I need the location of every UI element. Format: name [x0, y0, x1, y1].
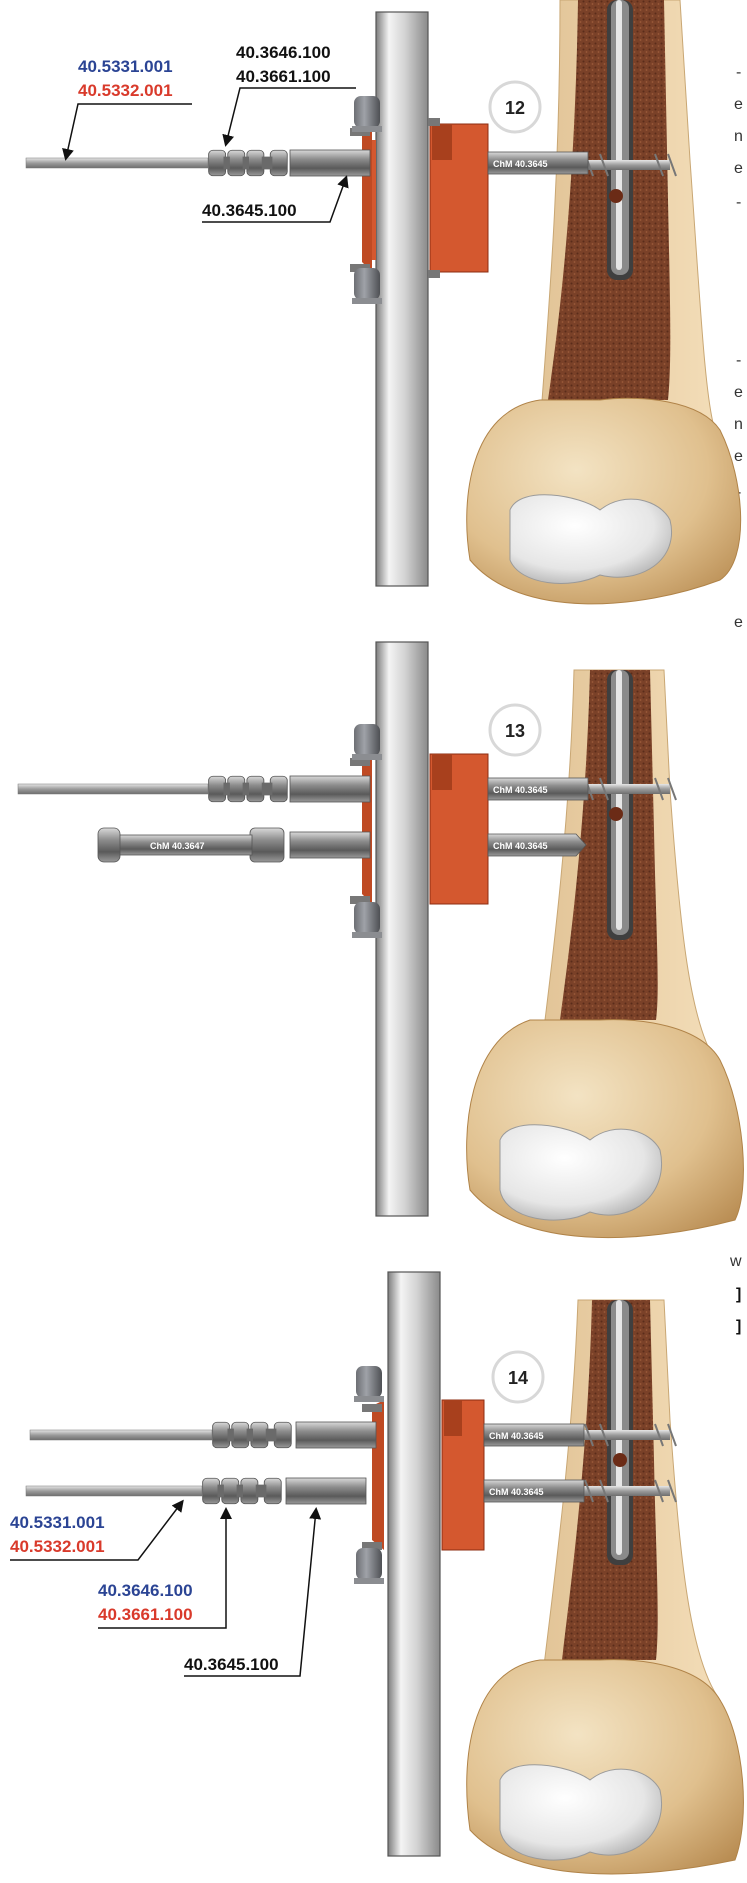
sleeve-shaft-lower: [286, 1478, 366, 1504]
step-12-panel: ChM 40.3645 12 40.5331.001 40.5332.001 4…: [0, 0, 747, 620]
label-nut-upper: 40.3646.100: [236, 43, 331, 62]
clamp-bolt-top: [352, 724, 382, 760]
guide-pin: [30, 1430, 212, 1440]
step-13-illustration: ChM 40.3645 ChM 40.3645 ChM 40.3647 13: [0, 630, 747, 1250]
trocar: ChM 40.3647: [98, 828, 284, 862]
guide-pin: [26, 158, 208, 168]
label-sleeve: 40.3645.100: [184, 1655, 279, 1674]
step-14-panel: ChM 40.3645 ChM 40.3645 14 40.5331.001 4…: [0, 1260, 747, 1883]
clamp-bolt-top: [354, 1366, 384, 1402]
drill-sleeve-lower: ChM 40.3645: [488, 834, 586, 856]
label-nut-lower: 40.3661.100: [236, 67, 331, 86]
step-badge: 13: [490, 705, 540, 755]
fixator-rod: [376, 642, 428, 1216]
label-pin-red: 40.5332.001: [78, 81, 173, 100]
sleeve-shaft: [296, 1422, 376, 1448]
clamp-bolt-top: [352, 96, 382, 132]
step-number: 12: [505, 98, 525, 118]
label-pin-blue: 40.5331.001: [78, 57, 173, 76]
sleeve-engraving: ChM 40.3645: [493, 159, 548, 169]
nut-group: [209, 776, 288, 802]
leader-pin: [66, 104, 192, 158]
sleeve-shaft: [290, 150, 370, 176]
step-badge: 14: [493, 1352, 543, 1402]
sleeve-shaft: [290, 776, 370, 802]
guide-pin: [18, 784, 208, 794]
label-nut-red: 40.3661.100: [98, 1605, 193, 1624]
nut-group-lower: [203, 1478, 282, 1504]
step-12-illustration: ChM 40.3645 12 40.5331.001 40.5332.001 4…: [0, 0, 747, 620]
drill-sleeve-lower: ChM 40.3645: [484, 1480, 584, 1502]
fixator-rod: [376, 12, 428, 586]
step-number: 13: [505, 721, 525, 741]
clamp-bolt-bottom: [352, 268, 382, 304]
nut-group: [209, 150, 288, 176]
label-pin-red: 40.5332.001: [10, 1537, 105, 1556]
sleeve-shaft-lower: [290, 832, 370, 858]
nut-group: [213, 1422, 292, 1448]
clamp-bolt-bottom: [352, 902, 382, 938]
sleeve-engraving: ChM 40.3645: [493, 785, 548, 795]
drill-sleeve: ChM 40.3645: [488, 152, 588, 174]
label-pin-blue: 40.5331.001: [10, 1513, 105, 1532]
intramedullary-nail: [607, 670, 633, 940]
leader-sleeve: [184, 1510, 316, 1676]
drill-sleeve-upper: ChM 40.3645: [488, 778, 588, 800]
clamp-bolt-bottom: [354, 1548, 384, 1584]
step-13-panel: ChM 40.3645 ChM 40.3645 ChM 40.3647 13: [0, 630, 747, 1250]
intramedullary-nail: [607, 0, 633, 280]
leader-nut: [226, 88, 356, 144]
label-sleeve: 40.3645.100: [202, 201, 297, 220]
step-14-illustration: ChM 40.3645 ChM 40.3645 14 40.5331.001 4…: [0, 1260, 747, 1883]
guide-pin-lower: [26, 1486, 202, 1496]
sleeve-engraving: ChM 40.3645: [489, 1431, 544, 1441]
label-nut-blue: 40.3646.100: [98, 1581, 193, 1600]
trocar-engraving: ChM 40.3647: [150, 841, 205, 851]
sleeve-engraving: ChM 40.3645: [493, 841, 548, 851]
fixator-rod: [388, 1272, 440, 1856]
drill-sleeve-upper: ChM 40.3645: [484, 1424, 584, 1446]
step-number: 14: [508, 1368, 528, 1388]
sleeve-engraving: ChM 40.3645: [489, 1487, 544, 1497]
step-badge: 12: [490, 82, 540, 132]
